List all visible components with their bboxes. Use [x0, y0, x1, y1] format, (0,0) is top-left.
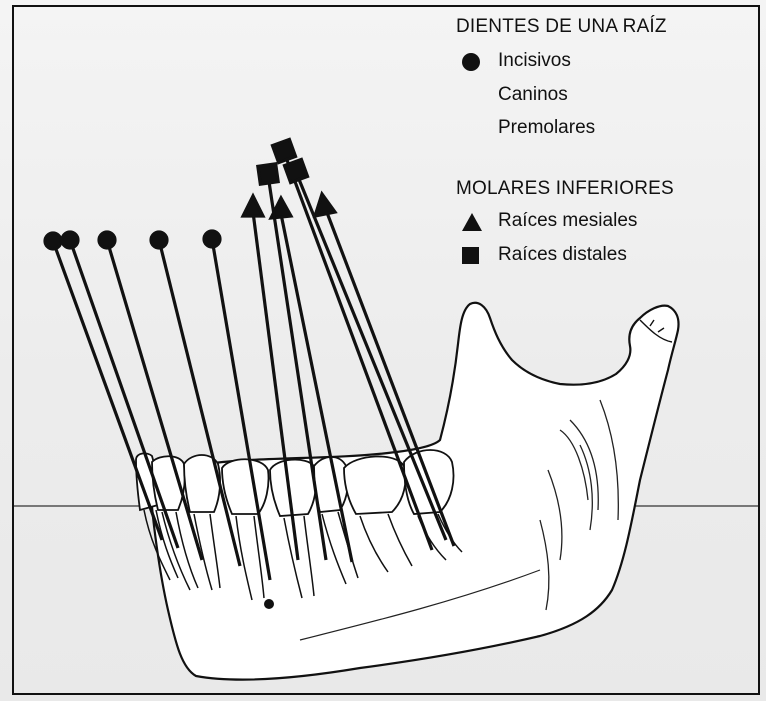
legend-item-label: Raíces distales: [498, 244, 627, 266]
square-icon: [462, 247, 479, 264]
legend-item-label: Incisivos: [498, 50, 571, 72]
legend-item-label: Raíces mesiales: [498, 210, 637, 232]
circle-icon: [462, 53, 480, 71]
triangle-icon: [462, 213, 482, 231]
legend-item-label: Premolares: [498, 117, 595, 139]
figure-border: [12, 5, 760, 695]
legend-item-label: Caninos: [498, 84, 568, 106]
legend-heading-single-root: DIENTES DE UNA RAÍZ: [456, 16, 667, 38]
legend-heading-lower-molars: MOLARES INFERIORES: [456, 178, 674, 200]
